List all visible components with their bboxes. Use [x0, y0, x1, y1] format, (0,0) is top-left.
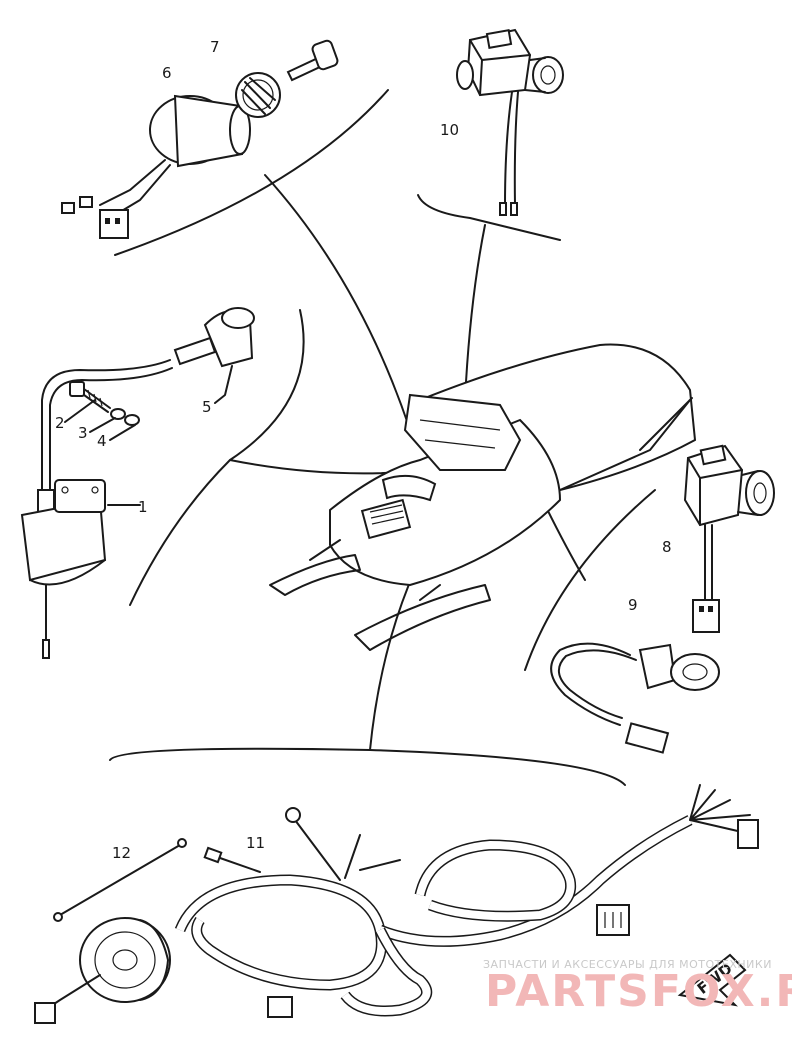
- bracket-bottom: [109, 747, 626, 786]
- leader-6: [264, 174, 411, 431]
- handlebar-switch-plate: [699, 444, 727, 466]
- part-number-2: 2: [55, 414, 65, 432]
- ignition-coil: [20, 359, 173, 659]
- harness-connector-2: [596, 904, 630, 936]
- switch-label-plate: [485, 29, 513, 49]
- stop-switch-top: [456, 28, 564, 216]
- sensor-lead: [550, 642, 720, 754]
- part-number-5: 5: [202, 398, 212, 416]
- watermark-brand: PARTSFOX.RU: [485, 966, 792, 1017]
- spark-plug-cap: [173, 307, 255, 404]
- key-head: [311, 39, 339, 71]
- watermark-tagline: ЗАПЧАСТИ И АКСЕССУАРЫ ДЛЯ МОТОТЕХНИКИ: [483, 958, 772, 971]
- harness-ring-terminal: [285, 807, 301, 823]
- leader-10: [464, 224, 486, 401]
- ignition-switch: [61, 94, 251, 239]
- part-number-3: 3: [78, 424, 88, 442]
- snowmobile-headlight: [381, 474, 437, 502]
- part-number-12: 12: [112, 844, 131, 862]
- magneto-coil: [34, 917, 171, 1024]
- ignition-key: [235, 39, 339, 118]
- switch-connector-block: [99, 209, 129, 239]
- part-number-4: 4: [97, 432, 107, 450]
- handlebar-switch: [683, 444, 775, 633]
- part-number-6: 6: [162, 64, 172, 82]
- part-number-10: 10: [440, 121, 459, 139]
- ski-right: [354, 584, 491, 651]
- ski-left: [269, 554, 361, 596]
- harness-connector-3: [267, 996, 293, 1018]
- sensor-connector: [624, 722, 670, 754]
- watermark: ЗАПЧАСТИ И АКСЕССУАРЫ ДЛЯ МОТОТЕХНИКИ PA…: [483, 958, 792, 1017]
- handlebar-switch-connector: [692, 599, 720, 633]
- wire-harness: [174, 784, 759, 1018]
- snowmobile-windshield: [403, 393, 522, 471]
- bracket-top-left: [114, 89, 389, 256]
- leader-lines: [229, 174, 586, 751]
- bracket-top-right: [417, 194, 561, 241]
- snowmobile: [269, 343, 697, 651]
- part-callouts: 1 2 3 4 5 6 7 8 9 10 11 12: [55, 38, 672, 862]
- magneto-connector: [34, 1002, 56, 1024]
- part-number-1: 1: [138, 498, 148, 516]
- leader-11: [369, 569, 416, 751]
- snowmobile-grille: [360, 498, 412, 540]
- part-number-8: 8: [662, 538, 672, 556]
- part-number-9: 9: [628, 596, 638, 614]
- ground-lead: [53, 838, 187, 922]
- snowmobile-seat: [417, 343, 697, 492]
- bolt-and-washers: [64, 381, 140, 441]
- harness-connector-1: [737, 819, 759, 849]
- sensor-coil: [670, 653, 720, 691]
- part-number-7: 7: [210, 38, 220, 56]
- part-number-11: 11: [246, 834, 265, 852]
- bracket-right: [524, 489, 656, 671]
